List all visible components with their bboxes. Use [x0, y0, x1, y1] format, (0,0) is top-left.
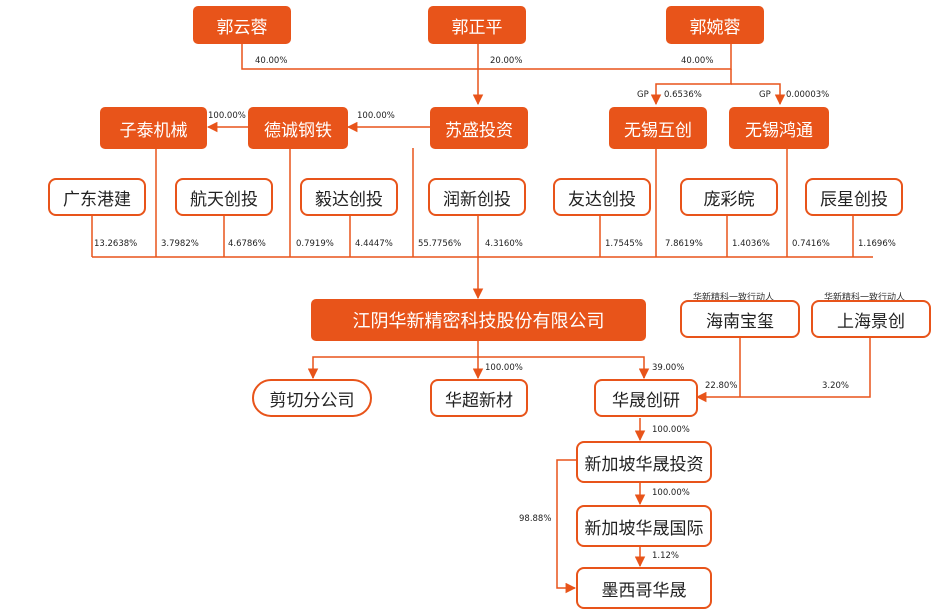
- node-sg-invest[interactable]: 新加坡华晟投资: [576, 441, 712, 483]
- node-chenxing[interactable]: 辰星创投: [805, 178, 903, 216]
- label-huasheng: 39.00%: [652, 363, 685, 373]
- label-hongtong: 0.00003%: [786, 90, 830, 100]
- node-mexico[interactable]: 墨西哥华晟: [576, 567, 712, 609]
- node-yida[interactable]: 毅达创投: [300, 178, 398, 216]
- node-pangcaiwan[interactable]: 庞彩皖: [680, 178, 778, 216]
- label-decheng-main: 0.7919%: [296, 239, 334, 249]
- node-guo-zhengping[interactable]: 郭正平: [428, 6, 526, 44]
- label-wanrong: 40.00%: [681, 56, 714, 66]
- node-shanghai[interactable]: 上海景创: [811, 300, 931, 338]
- label-decheng: 100.00%: [357, 111, 395, 121]
- node-guo-yunrong[interactable]: 郭云蓉: [193, 6, 291, 44]
- node-guangdong[interactable]: 广东港建: [48, 178, 146, 216]
- node-huasheng-yan[interactable]: 华晟创研: [594, 379, 698, 417]
- label-zhengping: 20.00%: [490, 56, 523, 66]
- node-main-company[interactable]: 江阴华新精密科技股份有限公司: [311, 299, 646, 341]
- label-youda: 1.7545%: [605, 239, 643, 249]
- node-hangtian[interactable]: 航天创投: [175, 178, 273, 216]
- label-susheng-main: 55.7756%: [418, 239, 462, 249]
- label-huachao: 100.00%: [485, 363, 523, 373]
- node-wuxi-hongtong[interactable]: 无锡鸿通: [729, 107, 829, 149]
- note-hainan: 华新精科一致行动人: [693, 293, 775, 303]
- label-yida: 4.4447%: [355, 239, 393, 249]
- node-zitai[interactable]: 子泰机械: [100, 107, 207, 149]
- node-huachao[interactable]: 华超新材: [430, 379, 528, 417]
- label-gp1: GP: [637, 90, 649, 100]
- node-guo-wanrong[interactable]: 郭婉蓉: [666, 6, 764, 44]
- label-hangtian: 4.6786%: [228, 239, 266, 249]
- label-hainan: 22.80%: [705, 381, 738, 391]
- label-shanghai: 3.20%: [822, 381, 850, 391]
- node-hainan[interactable]: 海南宝玺: [680, 300, 800, 338]
- label-zitai-main: 3.7982%: [161, 239, 199, 249]
- label-sg-invest: 100.00%: [652, 425, 690, 435]
- edge-yunrong: [241, 43, 732, 70]
- label-sg-intl: 100.00%: [652, 488, 690, 498]
- label-yunrong: 40.00%: [255, 56, 288, 66]
- label-mexico-a: 98.88%: [519, 514, 552, 524]
- label-huchuang-main: 7.8619%: [665, 239, 703, 249]
- node-runxin[interactable]: 润新创投: [428, 178, 526, 216]
- edge-wanrong-gp2: [731, 83, 786, 106]
- node-youda[interactable]: 友达创投: [553, 178, 651, 216]
- label-mexico-b: 1.12%: [652, 551, 680, 561]
- label-runxin: 4.3160%: [485, 239, 523, 249]
- node-wuxi-huchuang[interactable]: 无锡互创: [609, 107, 707, 149]
- label-gp2: GP: [759, 90, 771, 100]
- edge-wanrong-gp: [650, 69, 732, 106]
- label-zitai: 100.00%: [208, 111, 246, 121]
- label-huchuang: 0.6536%: [664, 90, 702, 100]
- label-pangcaiwan: 1.4036%: [732, 239, 770, 249]
- label-chenxing: 1.1696%: [858, 239, 896, 249]
- node-sg-intl[interactable]: 新加坡华晟国际: [576, 505, 712, 547]
- node-susheng[interactable]: 苏盛投资: [430, 107, 528, 149]
- node-jianqie[interactable]: 剪切分公司: [252, 379, 372, 417]
- node-decheng[interactable]: 德诚钢铁: [248, 107, 348, 149]
- note-shanghai: 华新精科一致行动人: [824, 293, 906, 303]
- label-guangdong: 13.2638%: [94, 239, 138, 249]
- label-hongtong-main: 0.7416%: [792, 239, 830, 249]
